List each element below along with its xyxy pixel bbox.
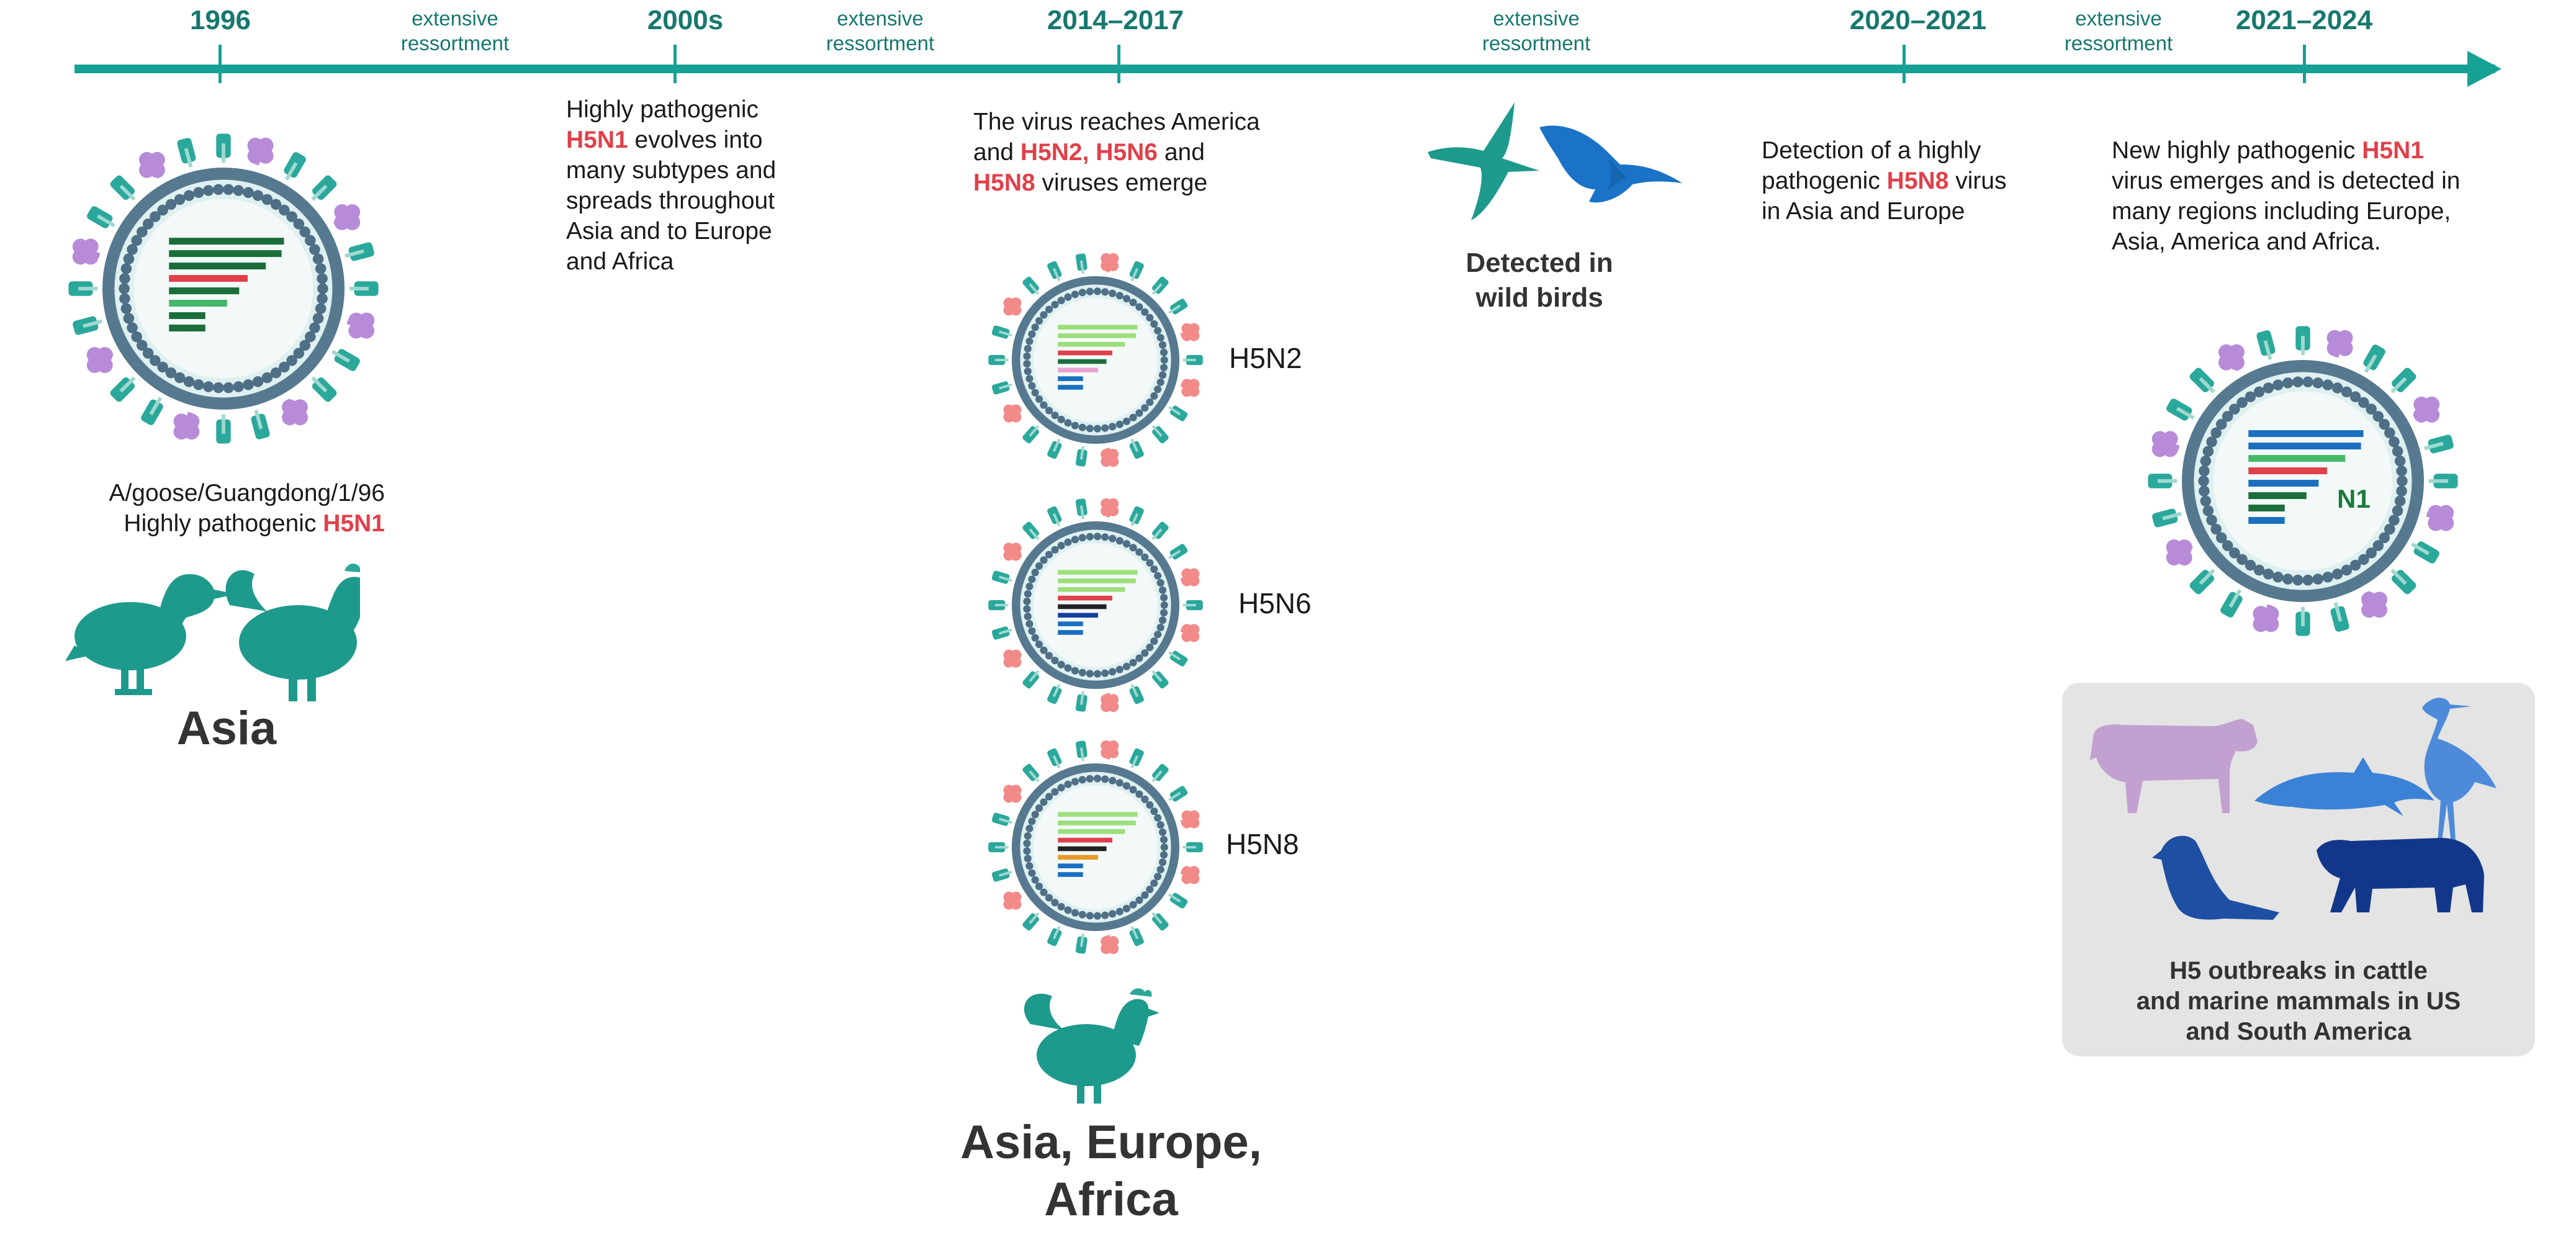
tick-1996: [218, 45, 222, 83]
virus-icon: [988, 740, 1203, 955]
wild-birds-text: Detected in wild birds: [1466, 248, 1613, 313]
region-asia-europe-africa: Asia, Europe, Africa: [960, 1116, 1262, 1226]
year-2021-2024: 2021–2024: [2235, 5, 2373, 35]
seal-icon: [2152, 835, 2279, 920]
poultry-icons: [65, 564, 360, 701]
desc-2021: New highly pathogenic H5N1 virus emerges…: [2112, 137, 2461, 255]
year-2014-2017: 2014–2017: [1047, 5, 1184, 35]
timeline-arrowhead: [2467, 51, 2502, 87]
mammal-outbreak-text: H5 outbreaks in cattle and marine mammal…: [2136, 957, 2461, 1045]
virus-icon: [988, 253, 1203, 467]
virus-label-h5n6: H5N6: [1238, 587, 1312, 619]
virus-icon: [988, 498, 1203, 713]
desc-2014: The virus reaches America and H5N2, H5N6…: [973, 109, 1260, 196]
virus-icon: [68, 133, 379, 444]
cow-icon: [2090, 719, 2258, 813]
bear-icon: [2317, 838, 2484, 912]
rooster-icon: [225, 564, 360, 701]
tick-2000s: [673, 45, 677, 83]
mammal-icons: [2090, 698, 2497, 920]
desc-2020: Detection of a highly pathogenic H5N8 vi…: [1762, 137, 2007, 225]
wild-bird-icon: [1428, 102, 1539, 220]
tick-2014: [1117, 45, 1120, 83]
year-2000s: 2000s: [647, 5, 724, 35]
tick-2020: [1903, 45, 1906, 83]
mammal-outbreak-panel: H5 outbreaks in cattle and marine mammal…: [2062, 683, 2535, 1056]
dolphin-icon: [2254, 757, 2434, 816]
virus-label-h5n8: H5N8: [1226, 828, 1299, 860]
desc-2000s: Highly pathogenic H5N1 evolves into many…: [566, 96, 777, 275]
wild-bird-icon: [1539, 125, 1682, 203]
wild-bird-icons: [1428, 102, 1682, 220]
virus-label-n1: N1: [2337, 484, 2371, 513]
rooster-icon: [1024, 988, 1160, 1104]
virus-icon: [2148, 326, 2458, 636]
tick-2021: [2303, 45, 2306, 83]
region-asia: Asia: [176, 702, 277, 755]
year-1996: 1996: [190, 5, 251, 35]
heron-icon: [2422, 698, 2497, 850]
year-2020-2021: 2020–2021: [1849, 5, 1987, 35]
strain-text: A/goose/Guangdong/1/96 Highly pathogenic…: [109, 480, 385, 537]
duck-icon: [65, 574, 236, 695]
timeline-arrow: [74, 65, 2495, 73]
virus-label-h5n2: H5N2: [1229, 342, 1302, 374]
